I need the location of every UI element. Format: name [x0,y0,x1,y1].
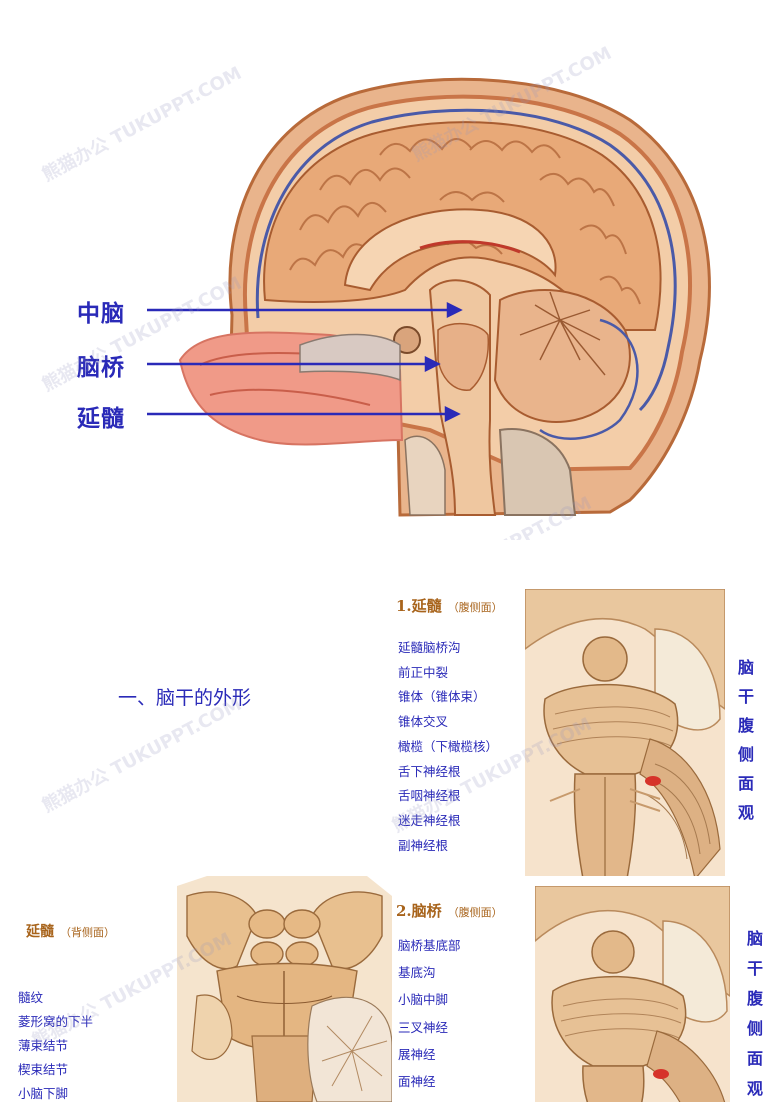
list-item: 小脑下脚 [18,1086,69,1101]
structure-list: 脑桥基底部 基底沟 小脑中脚 三叉神经 展神经 面神经 [398,932,461,1095]
list-item: 舌咽神经根 [398,788,461,804]
list-item: 锥体交叉 [398,714,449,730]
list-item: 延髓脑桥沟 [398,640,461,655]
list-item: 前正中裂 [398,664,449,680]
list-item: 小脑中脚 [398,992,449,1008]
list-item: 副神经根 [398,837,449,853]
list-item: 舌下神经根 [398,763,461,779]
list-item: 基底沟 [398,965,436,981]
list-item: 展神经 [398,1046,436,1062]
vertical-caption: 脑 干 腹 侧 面 观 [737,658,754,822]
brainstem-ventral-illustration [525,589,725,876]
label-pons: 脑桥 [77,355,125,381]
label-medulla: 延髓 [77,406,125,432]
left-title: 延髓（背侧面） [26,924,115,940]
structure-list: 延髓脑桥沟 前正中裂 锥体（锥体束） 锥体交叉 橄榄（下橄榄核） 舌下神经根 舌… [398,636,498,858]
list-item: 迷走神经根 [398,812,461,828]
list-item: 三叉神经 [398,1019,449,1035]
list-item: 锥体（锥体束） [398,689,486,705]
brainstem-dorsal-illustration [177,876,392,1102]
list-item: 脑桥基底部 [398,938,461,953]
left-structure-list: 髓纹 菱形窝的下半 薄束结节 楔束结节 小脑下脚 [18,986,93,1102]
vertical-caption: 脑 干 腹 侧 面 观 [746,929,763,1098]
slide-dorsal-pons: 延髓（背侧面） 髓纹 菱形窝的下半 薄束结节 楔束结节 小脑下脚 2.脑桥（腹侧… [0,876,780,1102]
list-item: 薄束结节 [18,1038,69,1053]
section-heading: 一、脑干的外形 [118,687,252,709]
slide-medulla-ventral: 一、脑干的外形 1.延髓（腹侧面） 延髓脑桥沟 前正中裂 锥体（锥体束） 锥体交… [0,551,780,876]
list-item: 橄榄（下橄榄核） [398,738,499,754]
list-item: 面神经 [398,1074,436,1090]
brainstem-ventral-illustration [535,886,730,1102]
list-item: 髓纹 [18,990,44,1005]
list-item: 楔束结节 [18,1062,69,1077]
section-title: 1.延髓（腹侧面） [396,597,503,615]
section-title: 2.脑桥（腹侧面） [396,902,503,920]
label-midbrain: 中脑 [77,301,125,327]
sagittal-brain-illustration [147,77,711,517]
list-item: 菱形窝的下半 [18,1014,94,1029]
slide-sagittal-brain: 中脑 脑桥 延髓 熊猫办公 TUKUPPT.COM 熊猫办公 TUKUPPT.C… [0,0,780,540]
